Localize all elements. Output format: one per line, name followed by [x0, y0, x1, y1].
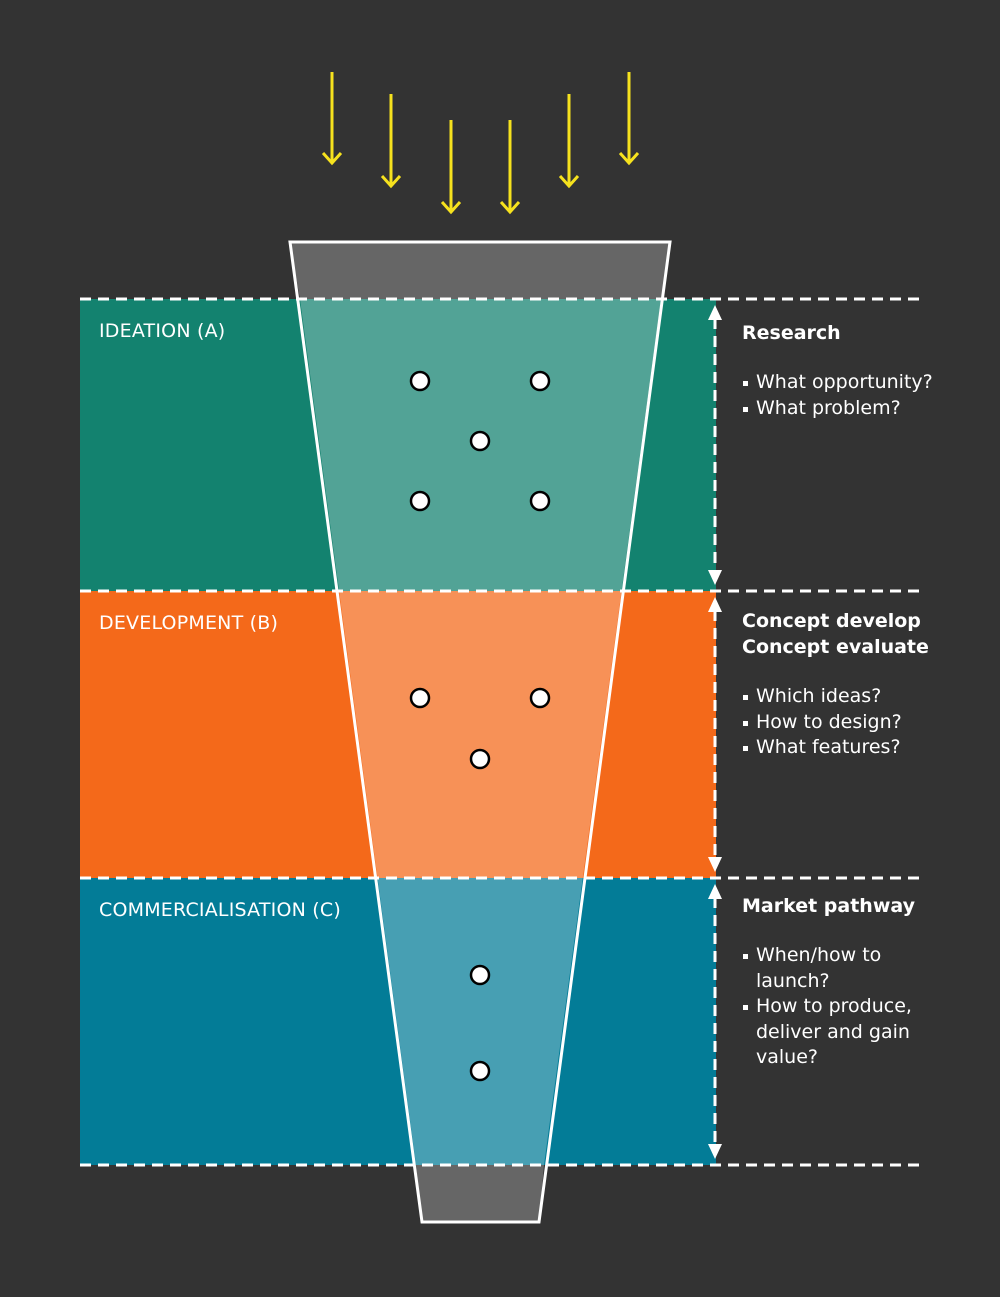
idea-dots: [409, 370, 551, 1082]
side-heading: Market pathway: [742, 895, 916, 917]
idea-dot-icon: [409, 370, 431, 392]
incoming-arrows: [321, 72, 640, 215]
question-item: What features?: [742, 735, 992, 761]
idea-dot-icon: [529, 490, 551, 512]
band-development: [80, 591, 716, 878]
question-item: What problem?: [742, 396, 992, 422]
down-arrow-icon: [499, 120, 521, 215]
side-heading: Concept develop: [742, 610, 921, 632]
question-item: How to design?: [742, 710, 992, 736]
question-item: When/how to launch?: [742, 943, 917, 994]
side-heading: Concept evaluate: [742, 636, 929, 658]
idea-dot-icon: [529, 687, 551, 709]
funnel-bottom: [416, 1165, 544, 1222]
down-arrow-icon: [618, 72, 640, 166]
question-item: Which ideas?: [742, 684, 992, 710]
side-panel-ideation: Research What opportunity? What problem?: [742, 320, 992, 421]
question-list: Which ideas? How to design? What feature…: [742, 684, 992, 761]
idea-dot-icon: [409, 490, 431, 512]
funnel-outline: [288, 240, 672, 1224]
idea-dot-icon: [409, 687, 431, 709]
band-commercialisation: [80, 878, 716, 1165]
side-panel-commercialisation: Market pathway When/how to launch? How t…: [742, 893, 917, 1071]
down-arrow-icon: [321, 72, 343, 166]
idea-dot-icon: [469, 1060, 491, 1082]
stage-label-commercialisation: COMMERCIALISATION (C): [99, 899, 341, 921]
question-item: How to produce, deliver and gain value?: [742, 994, 917, 1071]
double-headed-arrow-icon: [708, 884, 722, 1159]
stage-label-ideation: IDEATION (A): [99, 320, 226, 342]
side-heading: Research: [742, 322, 841, 344]
stage-range-arrows: [708, 305, 722, 1159]
question-item: What opportunity?: [742, 370, 992, 396]
idea-dot-icon: [469, 430, 491, 452]
idea-dot-icon: [469, 964, 491, 986]
double-headed-arrow-icon: [708, 597, 722, 872]
question-list: When/how to launch? How to produce, deli…: [742, 943, 917, 1071]
band-ideation: [80, 299, 716, 591]
side-panel-development: Concept develop Concept evaluate Which i…: [742, 608, 992, 761]
idea-dot-icon: [469, 748, 491, 770]
funnel-top: [290, 242, 670, 299]
down-arrow-icon: [558, 94, 580, 189]
stage-label-development: DEVELOPMENT (B): [99, 612, 279, 634]
idea-dot-icon: [529, 370, 551, 392]
down-arrow-icon: [380, 94, 402, 189]
down-arrow-icon: [440, 120, 462, 215]
double-headed-arrow-icon: [708, 305, 722, 585]
stage-boundaries: [80, 297, 922, 1167]
funnel-overlay: [300, 299, 661, 1165]
question-list: What opportunity? What problem?: [742, 370, 992, 421]
